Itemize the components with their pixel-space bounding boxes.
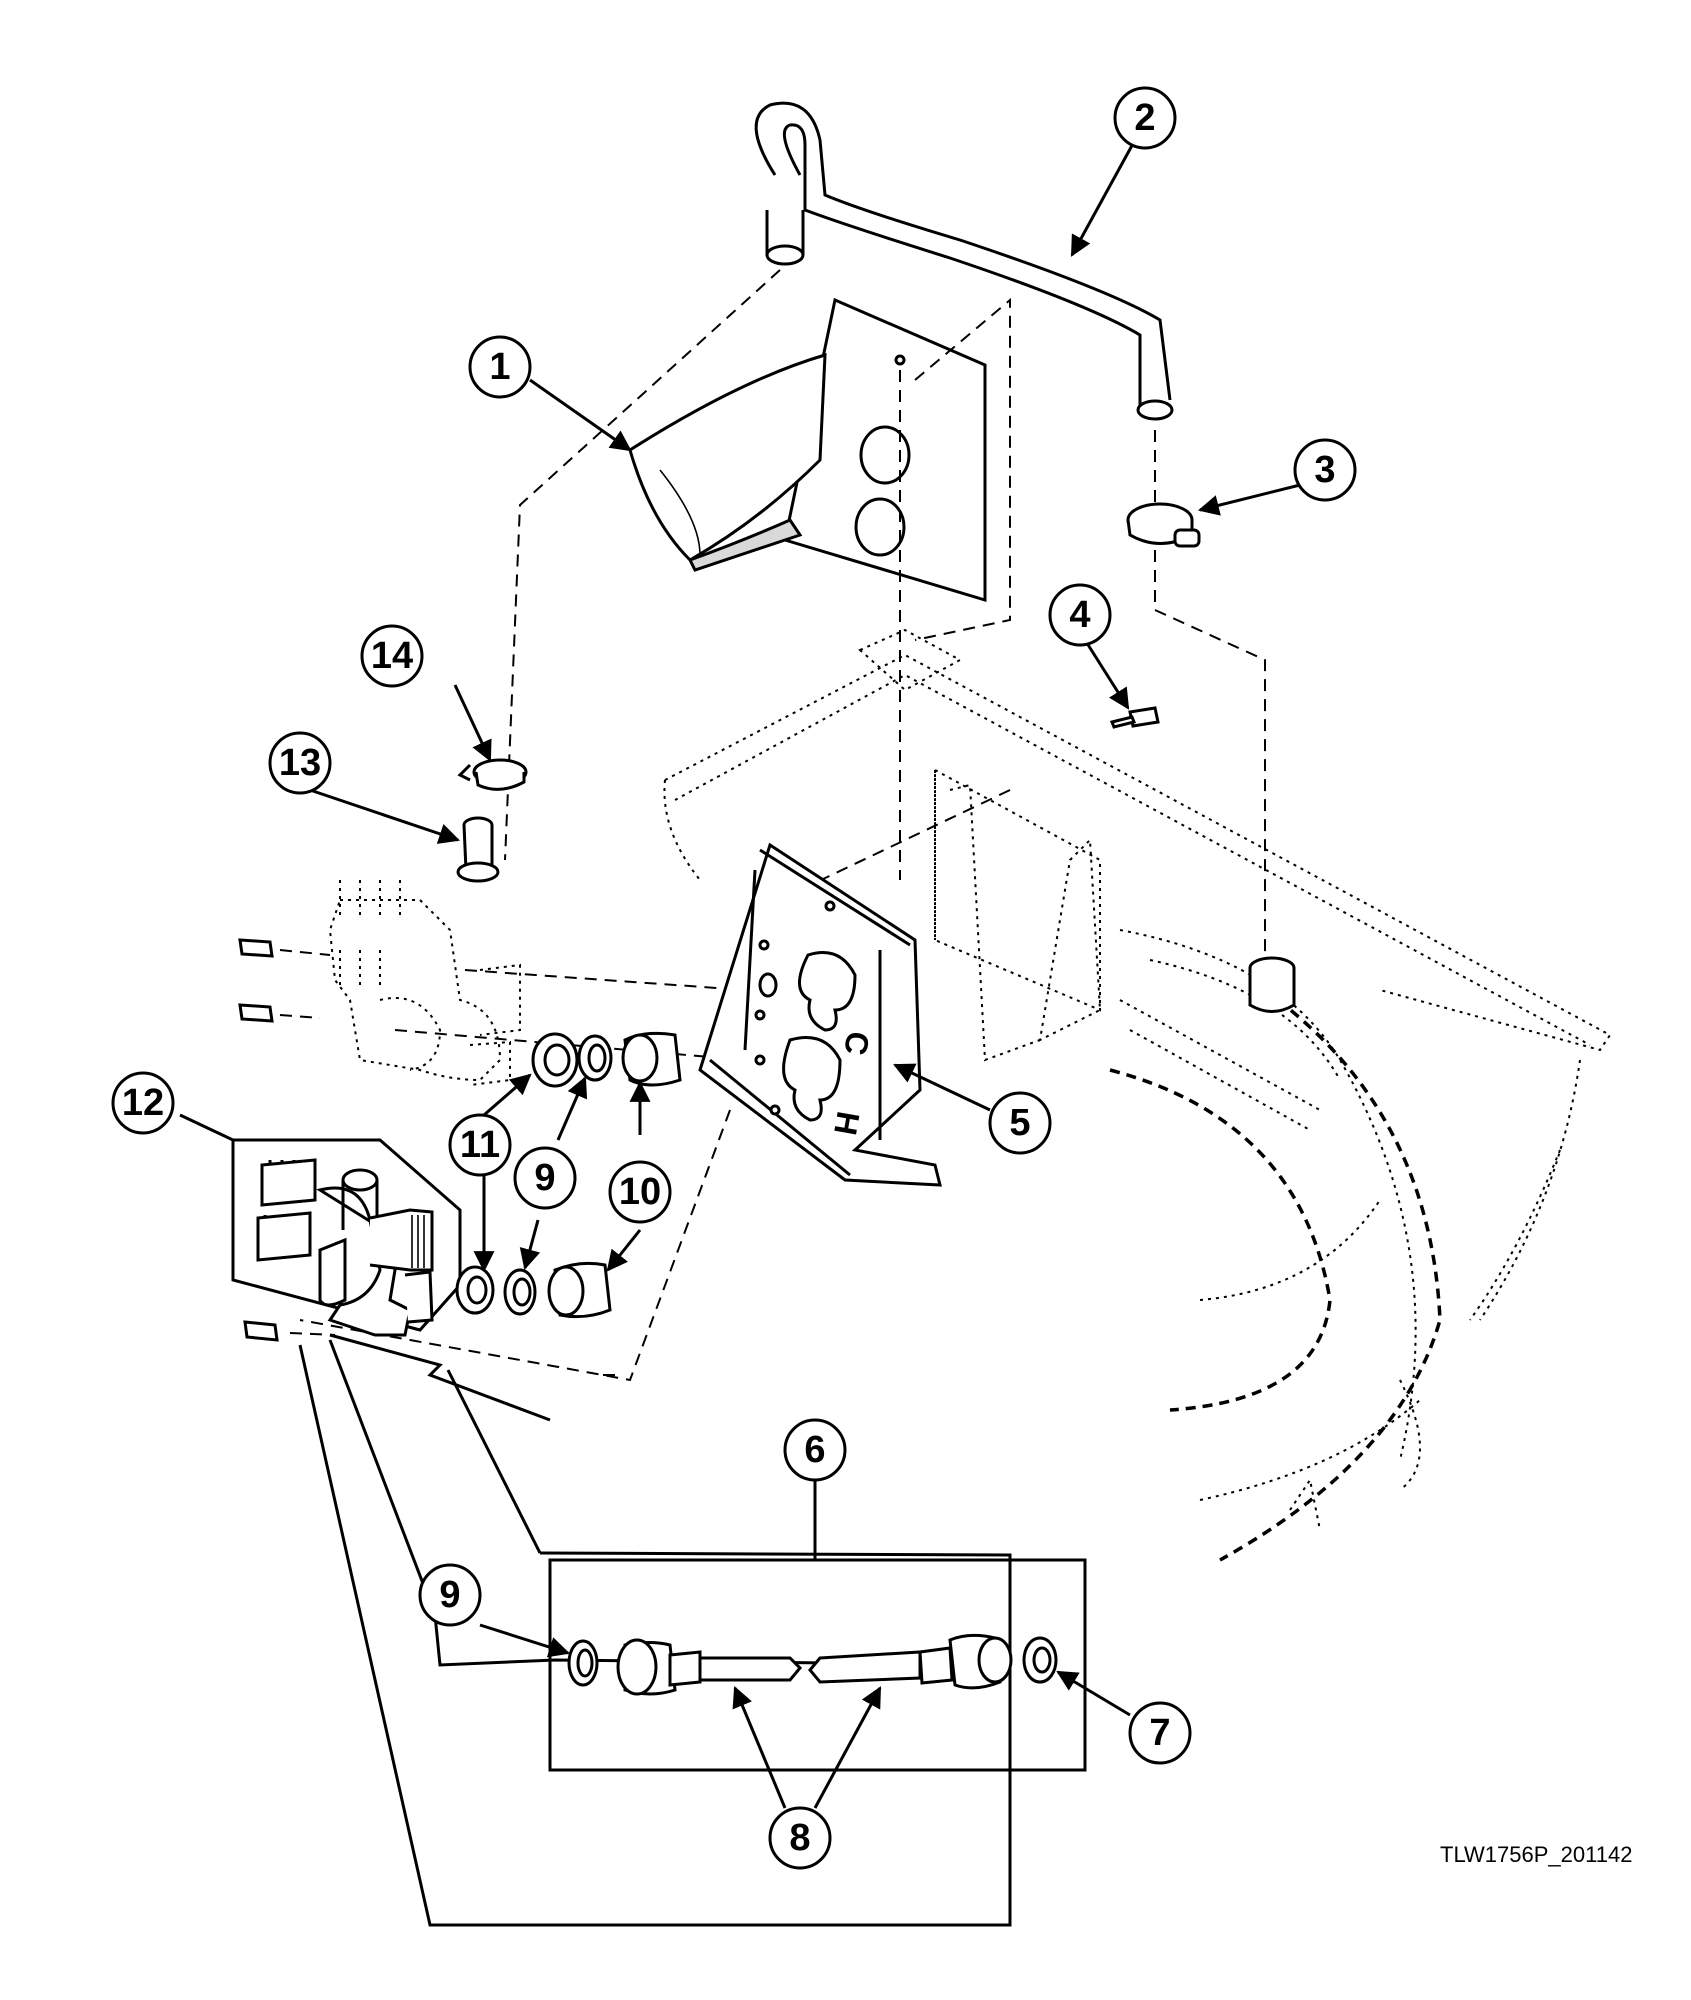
lower-water-valve-group <box>231 1138 551 1422</box>
hose-clamp <box>1126 502 1201 548</box>
callout-13: 13 <box>268 731 332 795</box>
callout-1: 1 <box>468 335 532 399</box>
svg-text:4: 4 <box>1069 594 1090 636</box>
svg-text:10: 10 <box>619 1171 661 1213</box>
callout-9-upper: 9 <box>513 1146 577 1210</box>
svg-text:3: 3 <box>1314 449 1335 491</box>
callout-3: 3 <box>1293 438 1357 502</box>
upper-water-valve <box>238 880 521 1086</box>
svg-text:14: 14 <box>371 635 413 677</box>
cabinet-outline <box>663 628 1612 1562</box>
callout-4: 4 <box>1048 583 1112 647</box>
callout-8: 8 <box>768 1806 832 1870</box>
svg-text:9: 9 <box>439 1574 460 1616</box>
callout-9-lower: 9 <box>418 1563 482 1627</box>
grouping-outlines <box>298 1339 1012 1927</box>
screw-part-4 <box>1109 706 1160 729</box>
hose-kit-box <box>548 1558 1087 1772</box>
svg-text:11: 11 <box>460 1124 500 1166</box>
svg-text:9: 9 <box>534 1157 555 1199</box>
svg-text:1: 1 <box>489 346 510 388</box>
svg-text:2: 2 <box>1134 97 1155 139</box>
callout-7: 7 <box>1128 1701 1192 1765</box>
svg-text:13: 13 <box>279 742 321 784</box>
callout-10: 10 <box>608 1160 672 1224</box>
svg-text:6: 6 <box>804 1429 825 1471</box>
callout-2: 2 <box>1113 86 1177 150</box>
fill-hose <box>754 101 1174 421</box>
svg-text:8: 8 <box>789 1817 810 1859</box>
svg-text:12: 12 <box>122 1082 164 1124</box>
valve-bracket: C H <box>698 842 942 1187</box>
upper-fittings <box>531 1031 682 1088</box>
small-clamp-part-14 <box>457 758 528 791</box>
callout-11: 11 <box>448 1113 512 1177</box>
callout-5: 5 <box>988 1091 1052 1155</box>
inlet-funnel-assembly <box>628 297 987 603</box>
svg-text:5: 5 <box>1009 1102 1030 1144</box>
lower-fittings <box>455 1261 612 1319</box>
callout-6: 6 <box>783 1418 847 1482</box>
drawing-code-label: TLW1756P_201142 <box>1440 1842 1633 1867</box>
callout-12: 12 <box>111 1071 175 1135</box>
callout-14: 14 <box>360 624 424 688</box>
svg-text:7: 7 <box>1149 1712 1170 1754</box>
strainer-part-13 <box>456 816 500 883</box>
